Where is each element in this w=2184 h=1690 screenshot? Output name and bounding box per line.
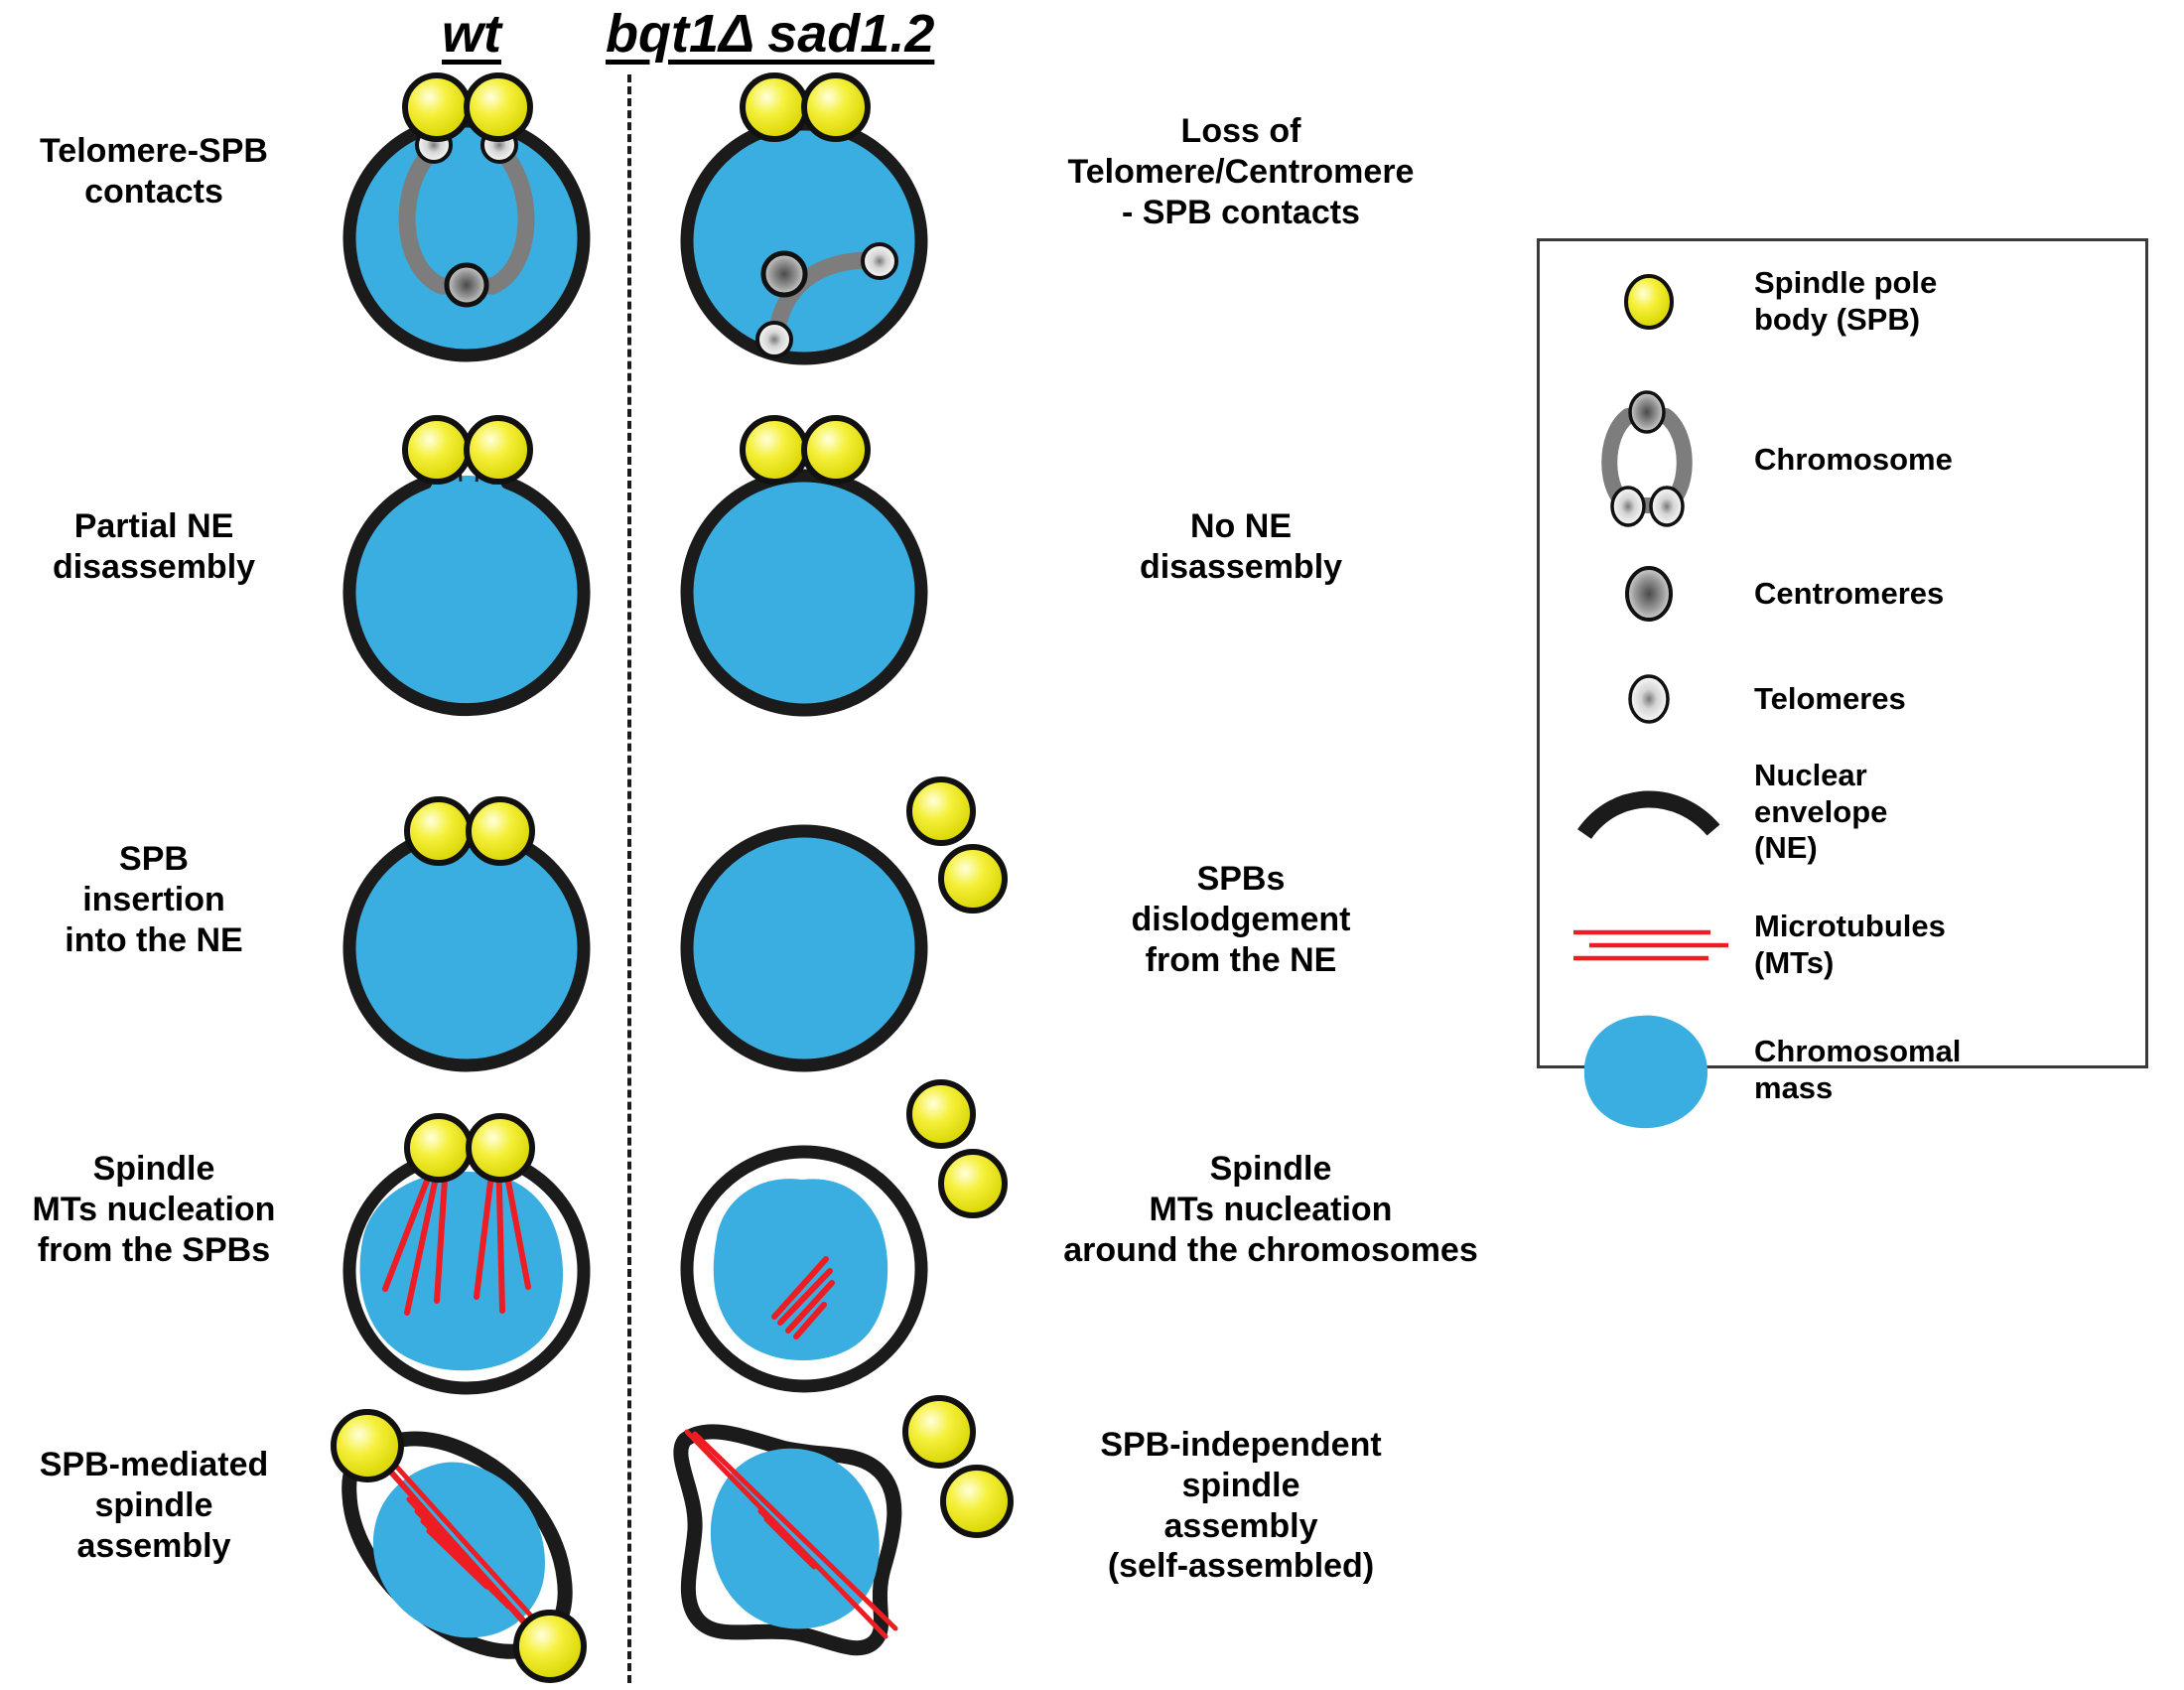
legend-label-telomeres: Telomeres bbox=[1754, 680, 1906, 716]
legend-item-spb: Spindle pole body (SPB) bbox=[1560, 265, 1937, 338]
row-label-left-2: Partial NE disassembly bbox=[52, 507, 256, 586]
cell-wt-telomere-spb-contacts bbox=[318, 72, 615, 367]
spb-icon bbox=[464, 415, 533, 485]
telomere-sphere-icon bbox=[1560, 664, 1738, 734]
cell-wt-spb-mediated-spindle-assembly bbox=[298, 1390, 625, 1688]
microtubule-icon bbox=[684, 1429, 898, 1639]
legend-item-telomeres: Telomeres bbox=[1560, 664, 1906, 734]
column-header-mutant: bqt1Δ sad1.2 bbox=[606, 4, 935, 64]
row-label-left-1: Telomere-SPB contacts bbox=[40, 132, 268, 211]
spb-icon bbox=[801, 72, 871, 142]
spb-icon bbox=[402, 415, 472, 485]
nuclear-envelope-icon bbox=[680, 824, 928, 1072]
column-divider bbox=[627, 74, 631, 1683]
spb-icon bbox=[940, 1465, 1014, 1538]
legend-label-nuclear-envelope: Nuclear envelope (NE) bbox=[1754, 758, 1888, 866]
row-label-right-4: Spindle MTs nucleation around the chromo… bbox=[1063, 1150, 1478, 1269]
cell-wt-mt-nucleation-from-spbs bbox=[318, 1102, 615, 1410]
microtubule-icon bbox=[376, 1449, 549, 1641]
spb-icon bbox=[906, 776, 976, 846]
spb-sphere-icon bbox=[1560, 267, 1738, 337]
microtubule-icon bbox=[771, 1256, 835, 1339]
legend-label-microtubules: Microtubules (MTs) bbox=[1754, 909, 1946, 980]
spb-icon bbox=[938, 844, 1008, 914]
spb-icon bbox=[902, 1395, 976, 1469]
chromosomal-mass-blob-icon bbox=[1560, 1006, 1738, 1135]
cell-wt-spb-insertion bbox=[318, 789, 615, 1087]
row-label-left-4: Spindle MTs nucleation from the SPBs bbox=[32, 1150, 276, 1269]
legend-label-centromeres: Centromeres bbox=[1754, 575, 1945, 611]
chromosomal-mass-icon bbox=[713, 1179, 888, 1361]
spb-icon bbox=[801, 415, 871, 485]
legend-item-nuclear-envelope: Nuclear envelope (NE) bbox=[1560, 758, 1887, 867]
nuclear-envelope-arc-icon bbox=[1560, 773, 1738, 852]
legend-item-microtubules: Microtubules (MTs) bbox=[1560, 909, 1946, 981]
spb-icon bbox=[740, 72, 809, 142]
legend-label-chromosomal-mass: Chromosomal mass bbox=[1754, 1034, 1962, 1105]
spb-icon bbox=[938, 1149, 1008, 1218]
cell-mutant-mt-nucleation-around-chromosomes bbox=[655, 1079, 1013, 1410]
telomere-icon bbox=[861, 242, 898, 280]
legend-item-chromosome: Chromosome bbox=[1560, 390, 1953, 529]
legend-label-chromosome: Chromosome bbox=[1754, 441, 1953, 477]
row-label-right-3: SPBs dislodgement from the NE bbox=[1131, 860, 1351, 979]
legend-label-spb: Spindle pole body (SPB) bbox=[1754, 265, 1938, 337]
spb-icon bbox=[740, 415, 809, 485]
spb-icon bbox=[513, 1610, 587, 1683]
spb-icon bbox=[906, 1079, 976, 1149]
row-label-left-3: SPB insertion into the NE bbox=[65, 840, 243, 959]
chromosome-loop-icon bbox=[1560, 390, 1738, 529]
spb-icon bbox=[466, 796, 535, 866]
nuclear-envelope-icon bbox=[680, 469, 928, 717]
nuclear-envelope-icon bbox=[342, 476, 591, 717]
legend-item-chromosomal-mass: Chromosomal mass bbox=[1560, 1006, 1961, 1135]
row-label-right-5: SPB-independent spindle assembly (self-a… bbox=[1100, 1426, 1382, 1586]
spb-icon bbox=[404, 1113, 474, 1183]
spb-icon bbox=[402, 72, 472, 142]
centromere-sphere-icon bbox=[1560, 559, 1738, 629]
cell-mutant-spb-dislodgement bbox=[655, 776, 1013, 1087]
column-header-wt: wt bbox=[442, 4, 501, 64]
spb-icon bbox=[331, 1409, 404, 1482]
nuclear-envelope-icon bbox=[342, 824, 591, 1072]
cell-mutant-spb-independent-spindle-assembly bbox=[645, 1390, 1023, 1688]
microtubule-lines-icon bbox=[1560, 920, 1738, 970]
spb-icon bbox=[466, 1113, 535, 1183]
telomere-icon bbox=[755, 321, 793, 358]
legend-item-centromeres: Centromeres bbox=[1560, 559, 1944, 629]
spb-icon bbox=[464, 72, 533, 142]
nuclear-envelope-icon bbox=[680, 117, 928, 365]
spb-icon bbox=[404, 796, 474, 866]
centromere-icon bbox=[760, 250, 808, 298]
row-label-right-1: Loss of Telomere/Centromere - SPB contac… bbox=[1067, 112, 1415, 231]
nuclear-envelope-icon bbox=[342, 114, 591, 362]
row-label-right-2: No NE disassembly bbox=[1139, 507, 1343, 586]
cell-mutant-no-ne-disassembly bbox=[655, 415, 953, 720]
cell-wt-partial-ne-disassembly bbox=[318, 415, 615, 720]
row-label-left-5: SPB-mediated spindle assembly bbox=[39, 1446, 269, 1565]
legend-panel: Spindle pole body (SPB) Chromosome Centr… bbox=[1537, 238, 2148, 1129]
centromere-icon bbox=[444, 262, 489, 308]
cell-mutant-loss-of-contacts bbox=[655, 72, 953, 367]
